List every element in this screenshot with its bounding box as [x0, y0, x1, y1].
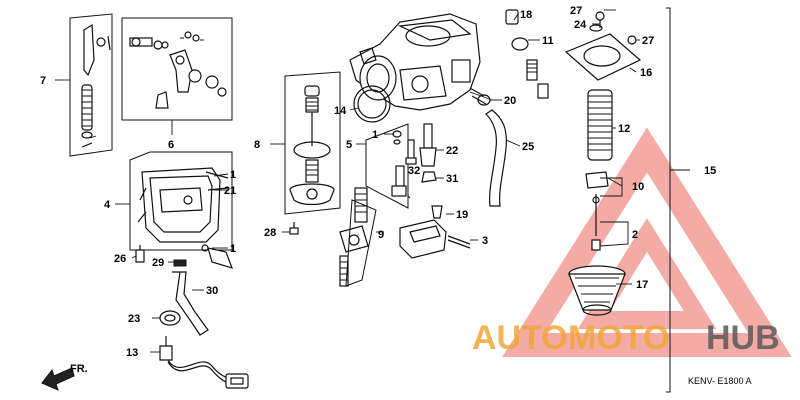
callout-32: 32 — [408, 165, 420, 177]
screw-28 — [289, 222, 299, 235]
carburetor-body — [349, 13, 493, 111]
callout-5: 5 — [346, 139, 352, 151]
watermark-text-hub: HUB — [706, 319, 780, 357]
o-ring-14 — [353, 85, 391, 123]
callout-12: 12 — [618, 123, 630, 135]
callout-29: 29 — [152, 257, 164, 269]
watermark-logo: AUTO MOTO HUB — [472, 319, 780, 357]
group-7-box — [55, 13, 113, 157]
hose-25 — [485, 109, 507, 207]
group-4-box — [115, 151, 233, 269]
drain-hose-assembly — [135, 245, 249, 389]
callout-3: 3 — [482, 235, 488, 247]
top-cap-assembly — [505, 9, 642, 99]
leader-lines — [89, 9, 640, 353]
callout-24: 24 — [574, 19, 587, 31]
callout-9: 9 — [378, 229, 384, 241]
callout-19: 19 — [456, 209, 468, 221]
fr-label: FR. — [70, 363, 88, 375]
callout-17: 17 — [636, 279, 648, 291]
callout-21: 21 — [224, 185, 236, 197]
callout-4: 4 — [104, 199, 111, 211]
callout-1-jet: 1 — [372, 129, 378, 141]
callout-6: 6 — [168, 139, 174, 151]
callout-labels: 7 6 1 21 4 1 26 29 30 23 13 FR. 8 28 14 … — [40, 5, 752, 386]
group-6-box — [121, 17, 233, 135]
callout-30: 30 — [206, 285, 218, 297]
callout-20: 20 — [504, 95, 516, 107]
callout-18: 18 — [520, 9, 532, 21]
watermark-text-auto: AUTO — [472, 319, 568, 357]
spring-12 — [587, 89, 613, 161]
callout-15: 15 — [704, 165, 716, 177]
callout-2: 2 — [632, 229, 638, 241]
callout-8: 8 — [254, 139, 260, 151]
callout-10: 10 — [632, 181, 644, 193]
callout-7: 7 — [40, 75, 46, 87]
front-direction-arrow-icon — [41, 367, 75, 391]
callout-27-top: 27 — [570, 5, 582, 17]
callout-31: 31 — [446, 173, 458, 185]
callout-13: 13 — [126, 347, 138, 359]
group-9-needle-holder — [339, 187, 377, 287]
piston-17 — [568, 265, 626, 316]
callout-28: 28 — [264, 227, 276, 239]
callout-11: 11 — [542, 35, 554, 47]
group-15-bracket — [666, 7, 690, 393]
callout-23: 23 — [128, 313, 140, 325]
callout-25: 25 — [522, 141, 534, 153]
needle-parts — [585, 171, 623, 251]
callout-16: 16 — [640, 67, 652, 79]
callout-27-right: 27 — [642, 35, 654, 47]
callout-1-bowl: 1 — [230, 243, 236, 255]
bracket-3 — [399, 205, 471, 259]
group-8-box — [270, 71, 341, 215]
watermark-text-moto: MOTO — [568, 319, 669, 357]
watermark-triangle-icon — [502, 127, 792, 357]
callout-1-top: 1 — [230, 169, 236, 181]
callout-14: 14 — [334, 105, 347, 117]
callout-22: 22 — [446, 145, 458, 157]
group-5-jets — [356, 123, 444, 209]
callout-26: 26 — [114, 253, 126, 265]
diagram-code: KENV- E1800 A — [688, 376, 752, 386]
